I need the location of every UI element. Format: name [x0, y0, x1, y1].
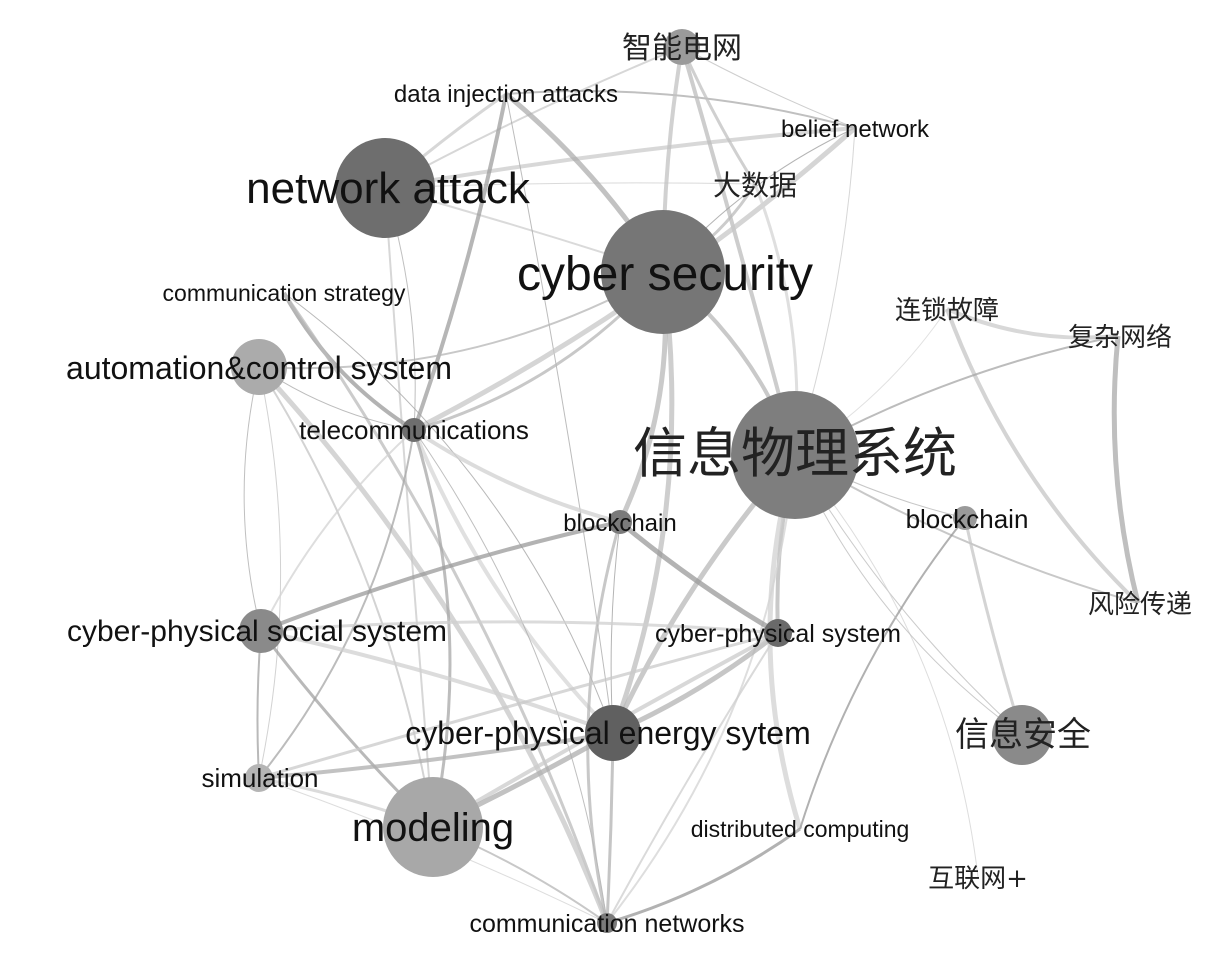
edge-n13-n16 — [260, 520, 621, 633]
node-label-n9: 复杂网络 — [1068, 323, 1172, 353]
node-label-n11: telecommunications — [299, 415, 529, 445]
node-label-n17: cyber-physical system — [655, 620, 901, 648]
node-label-n13: blockchain — [563, 510, 676, 537]
edge-n1-n3 — [681, 46, 856, 129]
edge-n10-n20 — [258, 366, 282, 779]
edge-n7-n11 — [282, 292, 416, 432]
node-circle-n21 — [383, 777, 483, 877]
node-circle-n24 — [597, 913, 617, 933]
node-label-n21: modeling — [352, 806, 514, 850]
node-label-n15: 风险传递 — [1088, 590, 1192, 620]
edge-n2-n3 — [505, 90, 856, 129]
edge-n18-n20 — [258, 731, 614, 780]
edge-n4-n21 — [384, 187, 434, 828]
edge-n18-n24 — [605, 732, 615, 924]
edge-n11-n16 — [260, 429, 415, 632]
edge-n16-n18 — [260, 629, 614, 735]
edge-n8-n9 — [946, 307, 1119, 340]
node-label-n10: automation&control system — [66, 350, 452, 386]
edge-n22-n24 — [606, 827, 801, 925]
edge-n13-n17 — [618, 520, 780, 636]
node-label-n24: communication networks — [469, 910, 744, 938]
node-label-n14: blockchain — [906, 504, 1029, 534]
node-circle-n12 — [731, 391, 859, 519]
node-label-n1: 智能电网 — [622, 31, 742, 66]
node-circle-n20 — [245, 764, 273, 792]
node-layer — [231, 29, 1052, 933]
node-circle-n14 — [953, 506, 977, 530]
edge-n17-n24 — [606, 632, 779, 924]
edge-n11-n21 — [412, 429, 452, 828]
edge-n12-n23 — [794, 454, 979, 878]
edge-n2-n11 — [412, 93, 508, 431]
node-label-n6: cyber security — [517, 248, 813, 301]
edge-n1-n5 — [680, 46, 757, 185]
edge-n10-n16 — [243, 366, 262, 632]
edge-n8-n15 — [945, 308, 1140, 605]
node-label-n16: cyber-physical social system — [67, 615, 447, 648]
node-label-n5: 大数据 — [713, 169, 797, 202]
node-label-n18: cyber-physical energy sytem — [405, 715, 810, 751]
node-label-n12: 信息物理系统 — [633, 422, 957, 485]
edge-n10-n24 — [257, 365, 610, 924]
node-label-n2: data injection attacks — [394, 81, 618, 108]
node-circle-n10 — [231, 339, 287, 395]
node-circle-n13 — [608, 510, 632, 534]
node-circle-n18 — [585, 705, 641, 761]
node-label-n8: 连锁故障 — [895, 296, 999, 326]
node-label-n3: belief network — [781, 116, 930, 143]
edge-n4-n3 — [384, 126, 856, 190]
edge-n7-n18 — [283, 292, 614, 734]
edge-n17-n20 — [258, 631, 779, 780]
node-label-n20: simulation — [201, 763, 318, 793]
edge-n14-n19 — [963, 517, 1024, 736]
node-circle-n4 — [335, 138, 435, 238]
edge-n16-n17 — [260, 620, 779, 635]
edge-n9-n15 — [1111, 335, 1141, 604]
node-circle-n17 — [764, 619, 792, 647]
node-circle-n11 — [402, 418, 426, 442]
node-label-n23: 互联网+ — [928, 864, 1028, 894]
edge-n11-n18 — [412, 429, 615, 735]
edge-n11-n13 — [412, 428, 621, 524]
node-label-n19: 信息安全 — [955, 715, 1091, 755]
edge-n14-n22 — [799, 517, 966, 830]
node-circle-n16 — [239, 609, 283, 653]
edge-n7-n24 — [282, 292, 609, 924]
edge-n16-n20 — [256, 630, 262, 779]
node-circle-n6 — [601, 210, 725, 334]
edge-n11-n20 — [258, 429, 415, 779]
edge-n2-n18 — [505, 93, 614, 734]
node-circle-n19 — [992, 705, 1052, 765]
node-label-n22: distributed computing — [691, 816, 910, 842]
node-label-n4: network attack — [246, 164, 531, 213]
node-label-n7: communication strategy — [163, 280, 406, 306]
node-circle-n1 — [664, 29, 700, 65]
